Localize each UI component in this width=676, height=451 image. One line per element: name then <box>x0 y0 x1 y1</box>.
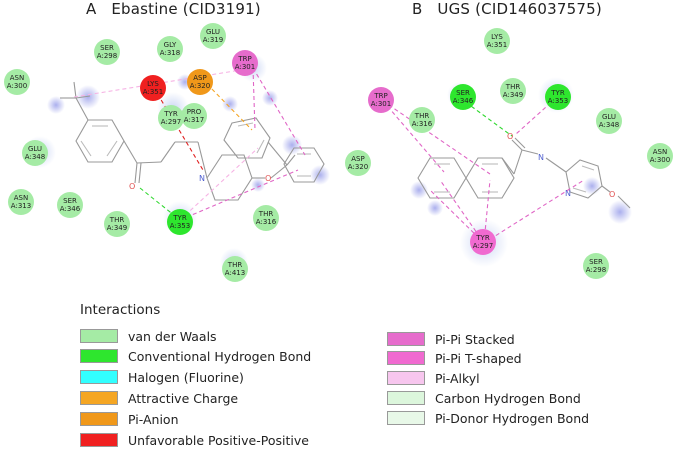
panel-b-letter: B <box>412 0 423 18</box>
legend-title: Interactions <box>80 302 161 318</box>
legend-swatch-hbond <box>80 349 118 363</box>
legend-label: Pi-Pi T-shaped <box>435 350 522 366</box>
legend-swatch-pi-pi-tshaped <box>387 351 425 365</box>
legend-swatch-carbon-hbond <box>387 391 425 405</box>
ligand-b-nitrogen-pyridine: N <box>565 189 571 198</box>
legend-swatch-pi-donor-hbond <box>387 411 425 425</box>
legend-label: Pi-Pi Stacked <box>435 331 515 347</box>
ligand-a-structure <box>60 81 325 201</box>
legend-item-carbon-hbond: Carbon Hydrogen Bond <box>387 390 581 406</box>
legend-label: Halogen (Fluorine) <box>128 369 244 385</box>
legend-item-vdw: van der Waals <box>80 328 217 344</box>
panel-b-name: UGS (CID146037575) <box>437 0 602 18</box>
legend-swatch-halogen <box>80 370 118 384</box>
legend-swatch-pi-pi-stacked <box>387 332 425 346</box>
legend-label: van der Waals <box>128 328 217 344</box>
legend-swatch-vdw <box>80 329 118 343</box>
legend-swatch-unfavorable <box>80 433 118 447</box>
legend-swatch-pi-alkyl <box>387 371 425 385</box>
ligand-b-structure <box>417 137 631 209</box>
legend-label: Unfavorable Positive-Positive <box>128 432 309 448</box>
legend-item-pi-pi-tshaped: Pi-Pi T-shaped <box>387 350 522 366</box>
legend-label: Pi-Alkyl <box>435 370 480 386</box>
ligand-b-oxygen-methoxy: O <box>609 190 615 199</box>
legend-label: Pi-Anion <box>128 411 179 427</box>
legend-item-unfavorable: Unfavorable Positive-Positive <box>80 432 309 448</box>
legend-item-pi-anion: Pi-Anion <box>80 411 179 427</box>
legend-label: Pi-Donor Hydrogen Bond <box>435 410 590 426</box>
legend-swatch-pi-anion <box>80 412 118 426</box>
panel-a-title: A Ebastine (CID3191) <box>86 0 261 18</box>
ligand-a-oxygen-ketone: O <box>129 182 135 191</box>
ligand-a-oxygen-ether: O <box>265 174 271 183</box>
legend-swatch-attractive <box>80 391 118 405</box>
legend-item-halogen: Halogen (Fluorine) <box>80 369 244 385</box>
panel-b-title: B UGS (CID146037575) <box>412 0 602 18</box>
legend-item-pi-pi-stacked: Pi-Pi Stacked <box>387 331 515 347</box>
legend-label: Attractive Charge <box>128 390 239 406</box>
ligand-a-nitrogen: N <box>199 174 205 183</box>
legend-item-pi-alkyl: Pi-Alkyl <box>387 370 480 386</box>
panel-a-letter: A <box>86 0 97 18</box>
legend-item-pi-donor-hbond: Pi-Donor Hydrogen Bond <box>387 410 589 426</box>
ligand-b-oxygen-carbonyl: O <box>507 132 513 141</box>
legend-item-attractive: Attractive Charge <box>80 390 238 406</box>
panel-a-name: Ebastine (CID3191) <box>111 0 261 18</box>
legend-label: Carbon Hydrogen Bond <box>435 390 581 406</box>
ligand-b-nitrogen-amide: N <box>538 153 544 162</box>
legend-item-hbond: Conventional Hydrogen Bond <box>80 348 311 364</box>
legend-label: Conventional Hydrogen Bond <box>128 348 312 364</box>
